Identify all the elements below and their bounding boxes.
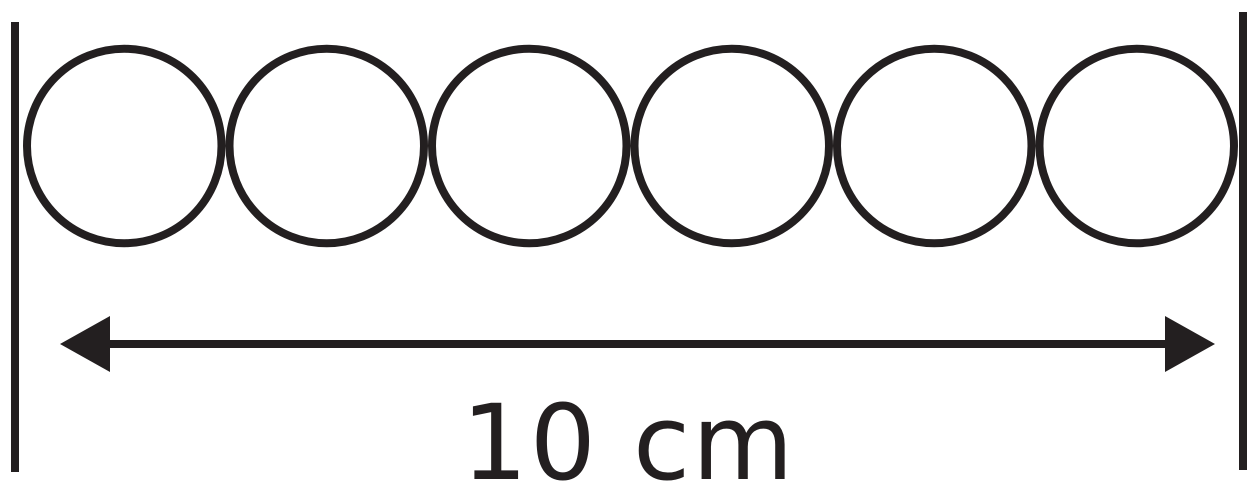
left-arrowhead bbox=[60, 316, 110, 372]
circle-1 bbox=[23, 44, 226, 248]
circle-2 bbox=[225, 44, 428, 248]
circles-row bbox=[23, 44, 1238, 248]
circle-5 bbox=[833, 44, 1036, 248]
right-arrowhead bbox=[1165, 316, 1215, 372]
measurement-label: 10 cm bbox=[461, 382, 796, 504]
circle-6 bbox=[1035, 44, 1238, 248]
circle-3 bbox=[428, 44, 631, 248]
circle-4 bbox=[630, 44, 833, 248]
